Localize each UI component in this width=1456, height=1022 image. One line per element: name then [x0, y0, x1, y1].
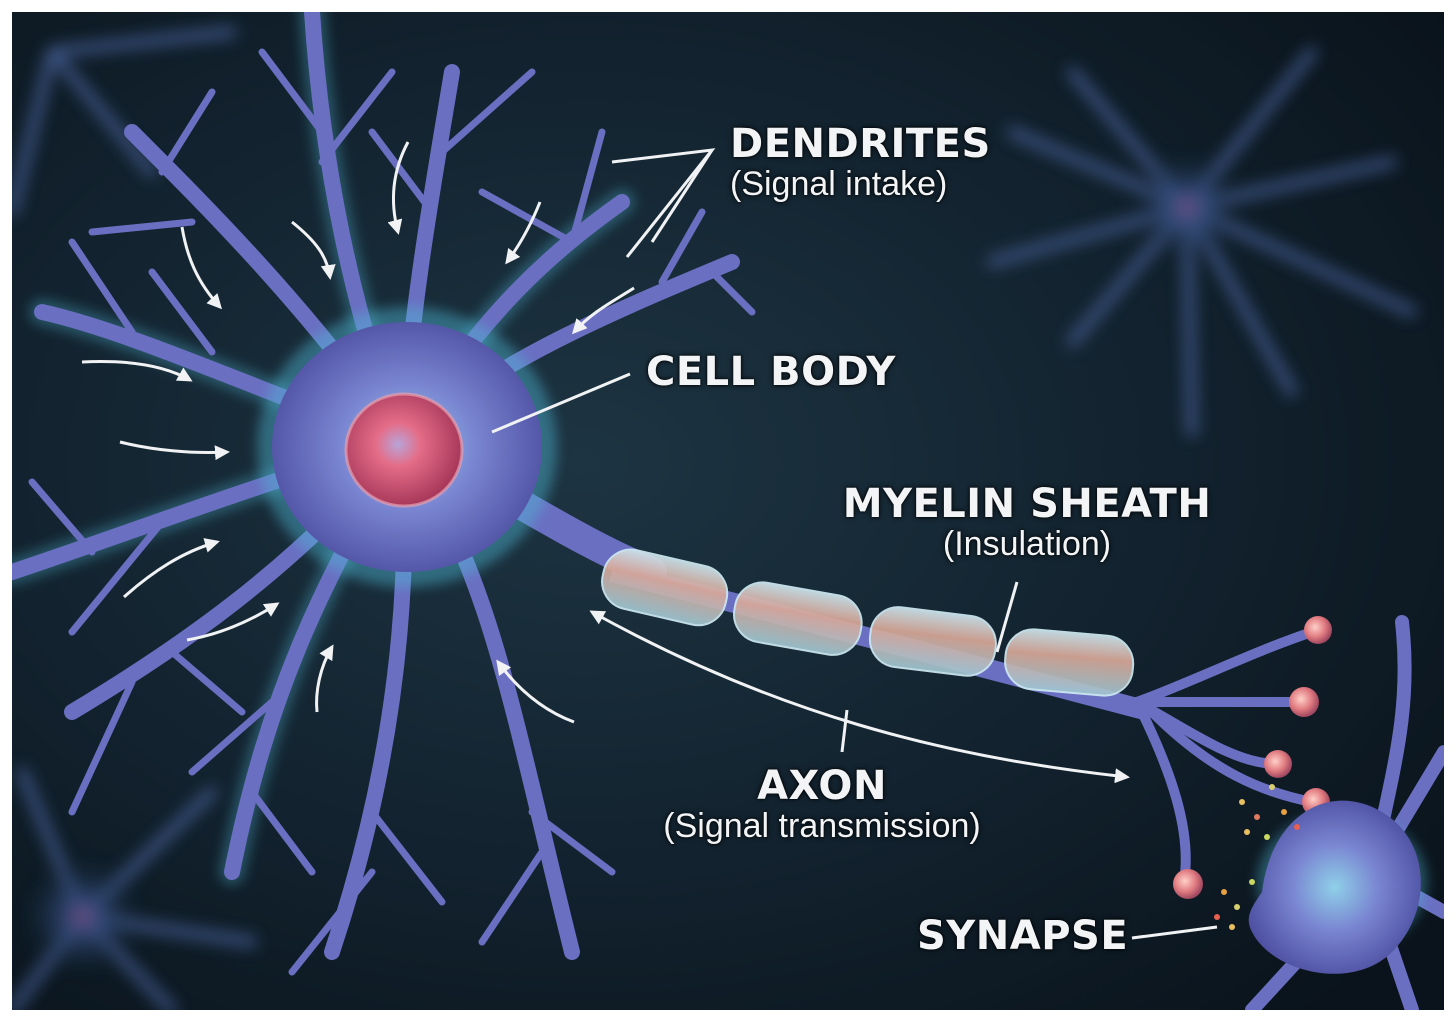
axon-title: AXON [632, 764, 1012, 808]
myelin-sheath-subtitle: (Insulation) [842, 526, 1212, 563]
cell-body-title: CELL BODY [646, 350, 896, 394]
dendrites-label: DENDRITES (Signal intake) [730, 122, 991, 203]
myelin-sheath-label: MYELIN SHEATH (Insulation) [842, 482, 1212, 563]
cell-body-label: CELL BODY [646, 350, 896, 394]
synapse-title: SYNAPSE [917, 914, 1128, 958]
axon-label: AXON (Signal transmission) [632, 764, 1012, 845]
neuron-artwork [12, 12, 1444, 1010]
synapse-label: SYNAPSE [917, 914, 1128, 958]
axon-subtitle: (Signal transmission) [632, 808, 1012, 845]
dendrites-subtitle: (Signal intake) [730, 166, 991, 203]
dendrites-title: DENDRITES [730, 122, 991, 166]
myelin-sheath-title: MYELIN SHEATH [842, 482, 1212, 526]
neuron-illustration: DENDRITES (Signal intake) CELL BODY MYEL… [12, 12, 1444, 1010]
